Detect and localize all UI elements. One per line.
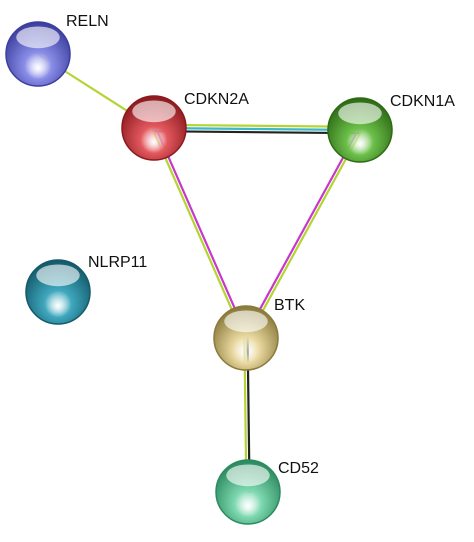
edge-strand <box>243 128 360 339</box>
node-highlight <box>132 100 176 123</box>
node-cdkn2a[interactable]: CDKN2A <box>121 91 249 161</box>
edge-strand <box>152 123 362 128</box>
edge-strand <box>246 129 363 340</box>
node-highlight <box>36 264 80 287</box>
node-label-cd52: CD52 <box>278 460 319 477</box>
node-cdkn1a[interactable]: CDKN1A <box>327 93 455 163</box>
node-btk[interactable]: BTK <box>213 297 305 371</box>
node-highlight <box>338 102 382 125</box>
node-cd52[interactable]: CD52 <box>215 459 319 525</box>
node-label-cdkn2a: CDKN2A <box>184 91 249 108</box>
edge-strand <box>152 126 362 132</box>
node-reln[interactable]: RELN <box>5 13 109 87</box>
node-label-cdkn1a: CDKN1A <box>390 93 455 110</box>
node-highlight <box>224 310 268 333</box>
edge-strand <box>154 126 249 339</box>
node-label-reln: RELN <box>66 13 109 30</box>
node-label-btk: BTK <box>274 297 305 314</box>
edge-strand <box>151 127 246 340</box>
edge-strand <box>152 130 362 135</box>
node-label-nlrp11: NLRP11 <box>88 254 147 271</box>
node-nlrp11[interactable]: NLRP11 <box>25 254 147 325</box>
edges-layer <box>36 52 363 494</box>
node-highlight <box>16 26 60 49</box>
edge-cdkn1a-btk <box>243 128 363 340</box>
edge-cdkn2a-cdkn1a <box>152 123 362 135</box>
node-highlight <box>226 464 270 487</box>
edge-cdkn2a-btk <box>151 126 249 340</box>
